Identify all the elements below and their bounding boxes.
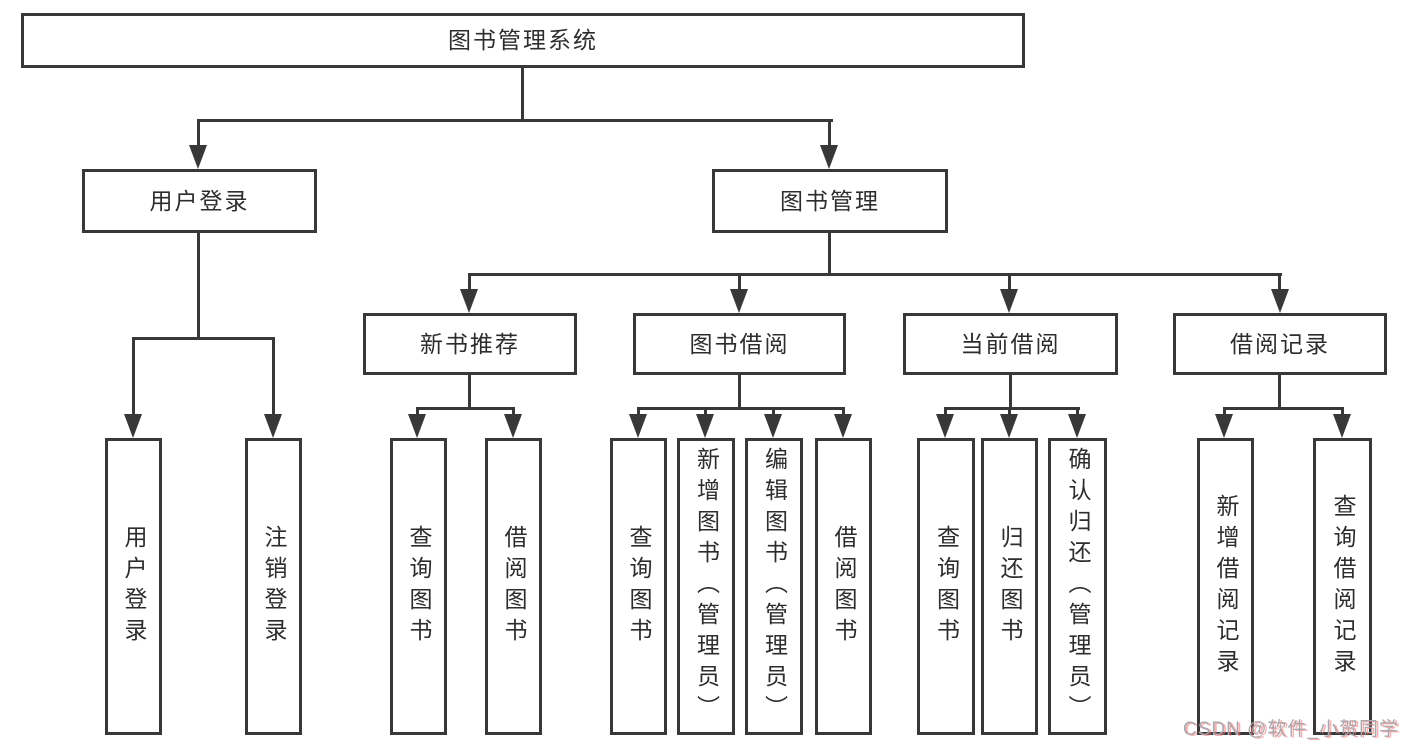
- leaf-borrow-books-recommend: 借阅图书: [485, 438, 542, 735]
- connector-line: [1278, 273, 1281, 291]
- connector-line: [1223, 407, 1344, 410]
- node-current-borrowing: 当前借阅: [903, 313, 1118, 375]
- node-library-management-system: 图书管理系统: [21, 13, 1025, 68]
- connector-line: [1076, 407, 1079, 417]
- connector-line: [197, 119, 833, 122]
- leaf-return-books: 归还图书: [981, 438, 1038, 735]
- leaf-query-books-recommend: 查询图书: [390, 438, 447, 735]
- node-borrowing-records: 借阅记录: [1173, 313, 1387, 375]
- connector-line: [468, 273, 1282, 276]
- leaf-user-login: 用户登录: [105, 438, 162, 735]
- arrow-down-icon: [936, 414, 954, 438]
- arrow-down-icon: [504, 414, 522, 438]
- connector-line: [132, 337, 275, 340]
- leaf-edit-books-admin: 编辑图书（管理员）: [745, 438, 803, 735]
- connector-line: [468, 273, 471, 291]
- connector-line: [197, 231, 200, 340]
- connector-line: [637, 407, 640, 417]
- arrow-down-icon: [1068, 414, 1086, 438]
- node-user-login: 用户登录: [82, 169, 317, 233]
- connector-line: [637, 407, 845, 410]
- leaf-query-books-current: 查询图书: [917, 438, 975, 735]
- arrow-down-icon: [1271, 289, 1289, 313]
- node-book-management: 图书管理: [712, 169, 948, 233]
- connector-line: [521, 66, 524, 122]
- connector-line: [132, 337, 135, 416]
- leaf-add-books-admin: 新增图书（管理员）: [677, 438, 735, 735]
- connector-line: [738, 373, 741, 410]
- watermark: CSDN @软件_小贺同学: [1183, 719, 1399, 740]
- connector-line: [1008, 273, 1011, 291]
- arrow-down-icon: [408, 414, 426, 438]
- leaf-confirm-return-admin: 确认归还（管理员）: [1048, 438, 1107, 735]
- arrow-down-icon: [730, 289, 748, 313]
- connector-line: [944, 407, 1080, 410]
- arrow-down-icon: [460, 289, 478, 313]
- connector-line: [468, 373, 471, 410]
- connector-line: [1009, 373, 1012, 410]
- arrow-down-icon: [1000, 414, 1018, 438]
- arrow-down-icon: [1000, 289, 1018, 313]
- leaf-query-books-borrowing: 查询图书: [610, 438, 667, 735]
- arrow-down-icon: [1215, 414, 1233, 438]
- leaf-borrow-books: 借阅图书: [815, 438, 872, 735]
- connector-line: [1278, 373, 1281, 410]
- connector-line: [828, 119, 831, 147]
- arrow-down-icon: [1333, 414, 1351, 438]
- connector-line: [416, 407, 419, 417]
- node-book-borrowing: 图书借阅: [633, 313, 846, 375]
- connector-line: [944, 407, 947, 417]
- leaf-query-borrow-record: 查询借阅记录: [1313, 438, 1372, 735]
- connector-line: [842, 407, 845, 417]
- connector-line: [272, 337, 275, 416]
- node-new-book-recommendation: 新书推荐: [363, 313, 577, 375]
- arrow-down-icon: [124, 414, 142, 438]
- leaf-add-borrow-record: 新增借阅记录: [1197, 438, 1254, 735]
- connector-line: [416, 407, 515, 410]
- connector-line: [197, 119, 200, 147]
- connector-line: [1223, 407, 1226, 417]
- arrow-down-icon: [834, 414, 852, 438]
- arrow-down-icon: [189, 145, 207, 169]
- connector-line: [1008, 407, 1011, 417]
- connector-line: [772, 407, 775, 417]
- connector-line: [738, 273, 741, 291]
- connector-line: [512, 407, 515, 417]
- connector-line: [1341, 407, 1344, 417]
- connector-line: [828, 231, 831, 276]
- leaf-logout: 注销登录: [245, 438, 302, 735]
- arrow-down-icon: [764, 414, 782, 438]
- arrow-down-icon: [696, 414, 714, 438]
- arrow-down-icon: [629, 414, 647, 438]
- arrow-down-icon: [264, 414, 282, 438]
- connector-line: [704, 407, 707, 417]
- arrow-down-icon: [820, 145, 838, 169]
